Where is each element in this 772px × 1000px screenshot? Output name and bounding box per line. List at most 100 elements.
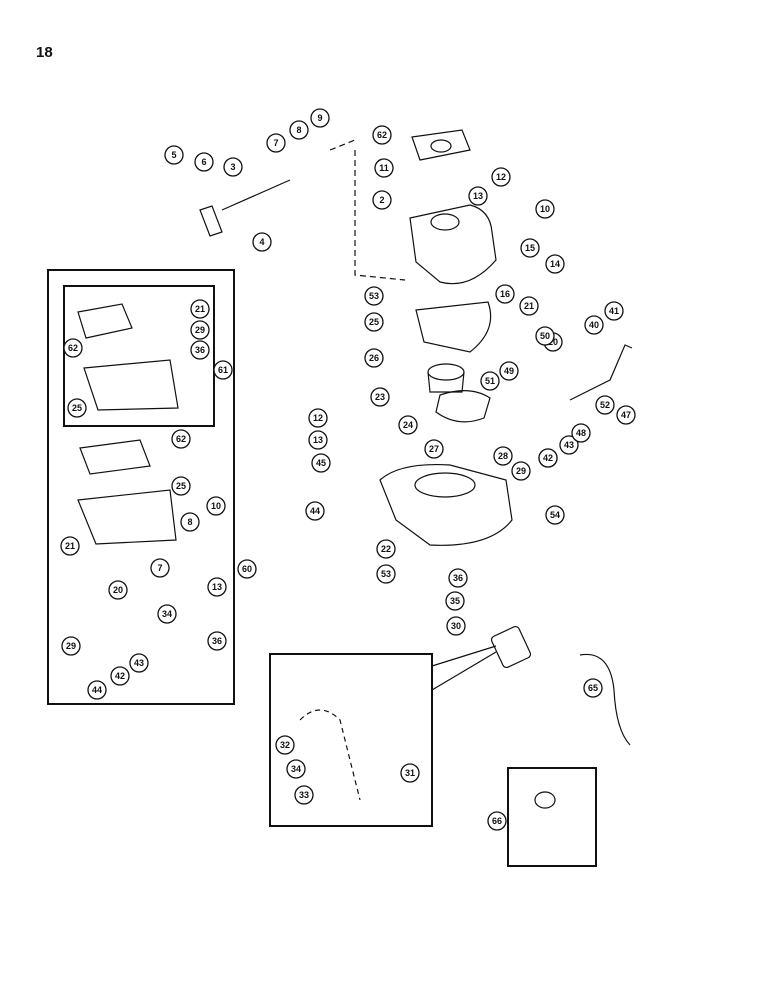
- repair-kit-frame: [47, 269, 235, 705]
- callout-35: 35: [445, 591, 465, 611]
- callout-43-repeat: 43: [129, 653, 149, 673]
- svg-text:23: 23: [375, 392, 385, 402]
- callout-11: 11: [374, 158, 394, 178]
- svg-text:33: 33: [299, 790, 309, 800]
- svg-text:62: 62: [377, 130, 387, 140]
- callout-40: 40: [584, 315, 604, 335]
- callout-28: 28: [493, 446, 513, 466]
- callout-10-repeat: 10: [206, 496, 226, 516]
- callout-62-repeat: 62: [63, 338, 83, 358]
- callout-62: 62: [372, 125, 392, 145]
- callout-15: 15: [520, 238, 540, 258]
- throttle-bore: [430, 213, 460, 231]
- svg-text:50: 50: [540, 331, 550, 341]
- svg-text:25: 25: [176, 481, 186, 491]
- callout-62-repeat: 62: [171, 429, 191, 449]
- svg-text:48: 48: [576, 428, 586, 438]
- svg-text:12: 12: [313, 413, 323, 423]
- callout-25-repeat: 25: [171, 476, 191, 496]
- svg-text:13: 13: [473, 191, 483, 201]
- svg-text:41: 41: [609, 306, 619, 316]
- svg-text:29: 29: [516, 466, 526, 476]
- callout-53-repeat: 53: [376, 564, 396, 584]
- callout-8: 8: [289, 120, 309, 140]
- svg-text:29: 29: [195, 325, 205, 335]
- callout-16: 16: [495, 284, 515, 304]
- solenoid-leader-2: [431, 651, 497, 691]
- svg-text:13: 13: [212, 582, 222, 592]
- callout-51: 51: [480, 371, 500, 391]
- wire-65: [579, 653, 631, 746]
- callout-42-repeat: 42: [110, 666, 130, 686]
- svg-text:13: 13: [313, 435, 323, 445]
- svg-text:15: 15: [525, 243, 535, 253]
- svg-text:30: 30: [451, 621, 461, 631]
- callout-29-repeat: 29: [190, 320, 210, 340]
- svg-text:28: 28: [498, 451, 508, 461]
- svg-text:2: 2: [379, 195, 384, 205]
- callout-12-repeat: 12: [308, 408, 328, 428]
- callout-29: 29: [511, 461, 531, 481]
- kit-gasket-25: [77, 489, 177, 545]
- solenoid-detail-frame: [269, 653, 433, 827]
- svg-text:54: 54: [550, 510, 560, 520]
- svg-text:53: 53: [369, 291, 379, 301]
- callout-42-repeat: 42: [538, 448, 558, 468]
- callout-34: 34: [286, 759, 306, 779]
- callout-6: 6: [194, 152, 214, 172]
- callout-21-repeat: 21: [190, 299, 210, 319]
- callout-13: 13: [468, 186, 488, 206]
- callout-36: 36: [448, 568, 468, 588]
- inset-gasket-62: [77, 303, 133, 339]
- callout-52: 52: [595, 395, 615, 415]
- svg-text:35: 35: [450, 596, 460, 606]
- svg-text:42: 42: [543, 453, 553, 463]
- pickup-frame: [507, 767, 597, 867]
- svg-text:3: 3: [230, 162, 235, 172]
- callout-61: 61: [213, 360, 233, 380]
- linkage-dashed: [354, 150, 406, 281]
- callout-24: 24: [398, 415, 418, 435]
- callout-10: 10: [535, 199, 555, 219]
- svg-text:16: 16: [500, 289, 510, 299]
- svg-text:53: 53: [381, 569, 391, 579]
- callout-48: 48: [571, 423, 591, 443]
- svg-text:26: 26: [369, 353, 379, 363]
- svg-text:21: 21: [195, 304, 205, 314]
- callout-34-repeat: 34: [157, 604, 177, 624]
- svg-text:43: 43: [564, 440, 574, 450]
- callout-25: 25: [364, 312, 384, 332]
- svg-text:44: 44: [310, 506, 320, 516]
- callout-43: 43: [559, 435, 579, 455]
- callout-30: 30: [446, 616, 466, 636]
- svg-text:24: 24: [403, 420, 413, 430]
- solenoid-30: [490, 625, 532, 669]
- callout-5: 5: [164, 145, 184, 165]
- callout-44: 44: [305, 501, 325, 521]
- callout-47: 47: [616, 405, 636, 425]
- svg-text:29: 29: [66, 641, 76, 651]
- callout-54: 54: [545, 505, 565, 525]
- callout-32: 32: [275, 735, 295, 755]
- callout-50: 50: [535, 326, 555, 346]
- svg-text:36: 36: [453, 573, 463, 583]
- callout-7: 7: [266, 133, 286, 153]
- svg-text:45: 45: [316, 458, 326, 468]
- svg-text:61: 61: [218, 365, 228, 375]
- float-23: [435, 390, 491, 423]
- svg-text:66: 66: [492, 816, 502, 826]
- callout-27: 27: [424, 439, 444, 459]
- throttle-lever-3: [199, 205, 223, 237]
- svg-text:10: 10: [211, 501, 221, 511]
- svg-text:11: 11: [379, 163, 389, 173]
- svg-text:60: 60: [242, 564, 252, 574]
- svg-text:8: 8: [187, 517, 192, 527]
- callout-9: 9: [310, 108, 330, 128]
- svg-text:34: 34: [291, 764, 301, 774]
- kit-gasket-62: [79, 439, 151, 475]
- svg-text:36: 36: [212, 636, 222, 646]
- callout-41: 41: [604, 301, 624, 321]
- svg-text:42: 42: [115, 671, 125, 681]
